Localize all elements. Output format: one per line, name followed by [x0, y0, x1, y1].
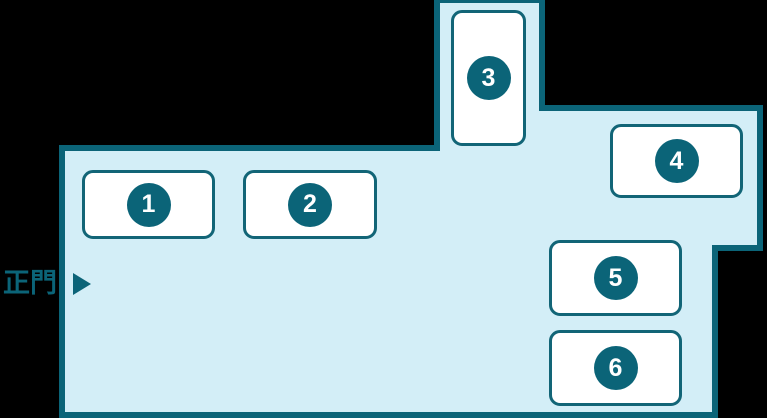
- room-card-5[interactable]: 5: [549, 240, 682, 316]
- room-card-4[interactable]: 4: [610, 124, 743, 198]
- room-number-badge: 5: [593, 256, 638, 300]
- room-number-badge: 2: [288, 182, 332, 227]
- room-number-badge: 1: [126, 182, 171, 227]
- room-card-1[interactable]: 1: [82, 170, 215, 239]
- right-triangle-icon: [73, 273, 91, 295]
- room-card-2[interactable]: 2: [243, 170, 377, 239]
- main-gate-label: 正門: [3, 268, 57, 298]
- room-card-6[interactable]: 6: [549, 330, 682, 406]
- room-number-badge: 6: [593, 346, 638, 390]
- room-number-badge: 3: [466, 56, 511, 100]
- room-number-badge: 4: [654, 139, 699, 183]
- room-card-3[interactable]: 3: [451, 10, 526, 146]
